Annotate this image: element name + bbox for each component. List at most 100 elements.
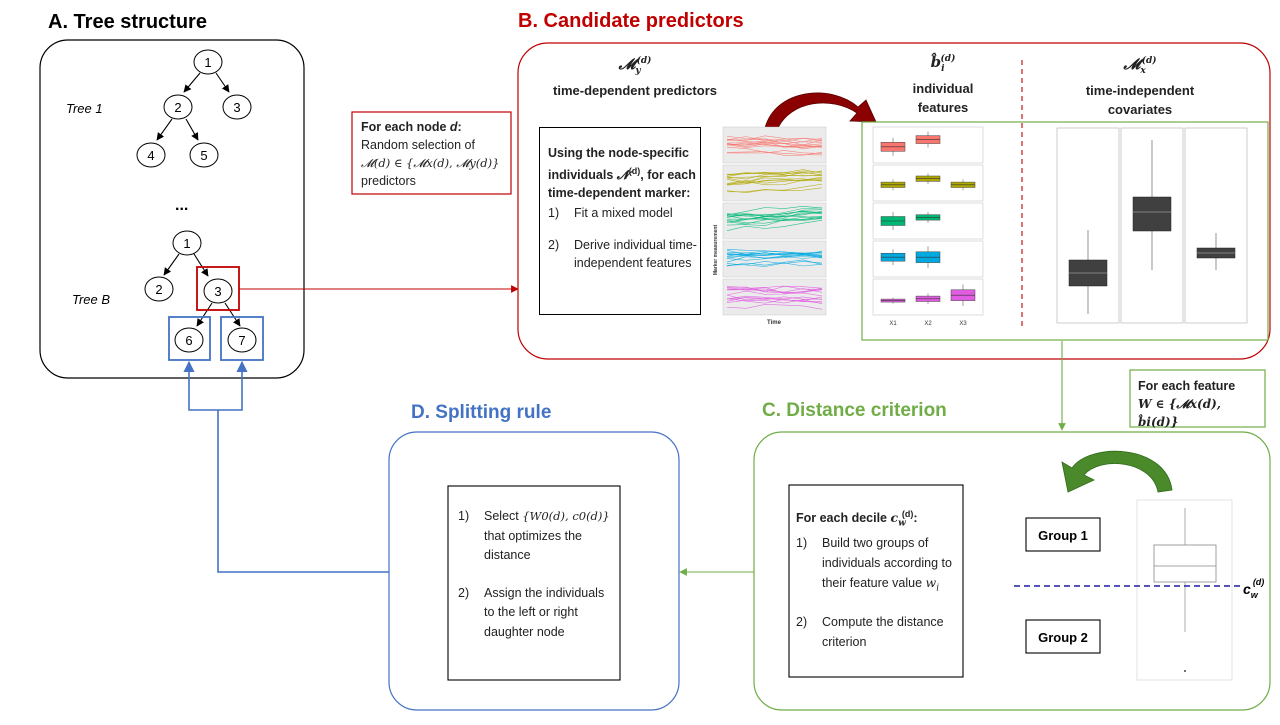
panel-c-title: C. Distance criterion bbox=[762, 400, 947, 421]
panel-c-steps-box bbox=[788, 484, 964, 678]
spaghetti-ylabel: Marker measurement bbox=[713, 225, 719, 276]
tree1-node-3: 3 bbox=[222, 94, 252, 120]
spaghetti-line bbox=[726, 304, 823, 310]
panel-d-steps-text: 1)Select {W0(d), c0(d)} that optimizes t… bbox=[458, 509, 610, 639]
treeB-node-7-highlight bbox=[220, 316, 264, 361]
spaghetti-line bbox=[726, 255, 823, 263]
covariate-box bbox=[1132, 196, 1172, 232]
spaghetti-line bbox=[726, 215, 823, 223]
feature-boxplots bbox=[872, 126, 984, 316]
spaghetti-line bbox=[726, 259, 823, 267]
curved-green-arrow bbox=[1061, 450, 1173, 493]
bi-header: b̂i(d) individual features bbox=[912, 53, 974, 115]
tree1-node-4: 4 bbox=[136, 142, 166, 168]
feature-selection-box bbox=[1129, 369, 1266, 428]
svg-text:3: 3 bbox=[214, 284, 221, 299]
spaghetti-line bbox=[726, 219, 823, 231]
spaghetti-line bbox=[726, 143, 823, 148]
svg-text:2: 2 bbox=[155, 282, 162, 297]
distance-box-panel bbox=[1136, 499, 1233, 681]
spaghetti-line bbox=[726, 256, 823, 261]
spaghetti-panel bbox=[722, 240, 827, 278]
group1-label: Group 1 bbox=[1038, 528, 1088, 543]
spaghetti-line bbox=[726, 170, 823, 176]
spaghetti-line bbox=[726, 288, 823, 293]
spaghetti-line bbox=[726, 140, 823, 148]
spaghetti-line bbox=[726, 146, 823, 156]
svg-text:5: 5 bbox=[200, 148, 207, 163]
spaghetti-line bbox=[726, 136, 823, 142]
tree1-edges bbox=[156, 72, 230, 141]
spaghetti-line bbox=[726, 297, 823, 304]
panel-b-title: B. Candidate predictors bbox=[518, 10, 744, 32]
selection-box bbox=[351, 111, 512, 195]
decile-cut-label: cw(d) bbox=[1243, 577, 1264, 600]
panel-d-title: D. Splitting rule bbox=[411, 402, 551, 423]
group2-label: Group 2 bbox=[1038, 630, 1088, 645]
spaghetti-line bbox=[726, 171, 823, 180]
tree1-label: Tree 1 bbox=[66, 101, 103, 116]
spaghetti-line bbox=[726, 177, 823, 186]
selection-box-text: For each node d: Random selection of 𝓜(d… bbox=[361, 120, 500, 188]
treeB-edges bbox=[163, 253, 241, 327]
spaghetti-line bbox=[726, 254, 823, 259]
spaghetti-line bbox=[726, 295, 823, 300]
spaghetti-line bbox=[726, 169, 823, 176]
spaghetti-panel bbox=[722, 202, 827, 240]
spaghetti-line bbox=[726, 218, 823, 226]
spaghetti-line bbox=[726, 299, 823, 304]
tree-ellipsis: ... bbox=[175, 197, 188, 214]
group1-box bbox=[1025, 517, 1101, 552]
svg-text:1: 1 bbox=[204, 55, 211, 70]
treeB-node-6-highlight bbox=[168, 316, 211, 361]
group2-box bbox=[1025, 619, 1101, 654]
spaghetti-line bbox=[726, 252, 823, 257]
panel-a-title: A. Tree structure bbox=[48, 11, 207, 33]
spaghetti-line bbox=[726, 179, 823, 186]
svg-text:1: 1 bbox=[183, 236, 190, 251]
spaghetti-line bbox=[726, 150, 823, 154]
feature-xlabel-2: X2 bbox=[924, 321, 932, 327]
spaghetti-line bbox=[726, 290, 823, 297]
spaghetti-line bbox=[726, 138, 823, 146]
panel-c-steps-text: For each decile cw(d): 1)Build two group… bbox=[796, 509, 952, 649]
panel-b-steps-box: Using the node-specific individuals 𝓝(d)… bbox=[539, 127, 701, 315]
spaghetti-line bbox=[726, 144, 823, 148]
distance-outlier bbox=[1184, 670, 1186, 672]
spaghetti-line bbox=[726, 207, 823, 216]
treeB-node-1: 1 bbox=[172, 230, 202, 256]
svg-text:3: 3 bbox=[233, 100, 240, 115]
treeB-node-6: 6 bbox=[174, 327, 204, 353]
spaghetti-line bbox=[726, 175, 823, 183]
spaghetti-line bbox=[726, 217, 823, 225]
treeB-label: Tree B bbox=[72, 292, 110, 307]
panel-d-steps-box bbox=[447, 485, 621, 681]
svg-text:7: 7 bbox=[238, 333, 245, 348]
spaghetti-line bbox=[726, 177, 823, 185]
treeB-node-7: 7 bbox=[227, 327, 257, 353]
panel-d-feedback-path bbox=[183, 360, 389, 573]
tree1-node-5: 5 bbox=[189, 142, 219, 168]
spaghetti-line bbox=[726, 262, 823, 267]
spaghetti-line bbox=[726, 205, 823, 216]
spaghetti-plots bbox=[722, 126, 827, 316]
feature-selection-text: For each feature W ∈ {𝓜x(d), b̂i(d)} bbox=[1138, 379, 1236, 429]
tree1-node-2: 2 bbox=[163, 94, 193, 120]
my-header: 𝓜y(d) time-dependent predictors bbox=[553, 55, 717, 98]
mx-header: 𝓜x(d) time-independent covariates bbox=[1085, 55, 1195, 117]
spaghetti-xlabel: Time bbox=[767, 320, 782, 326]
panel-a-frame bbox=[39, 39, 305, 379]
spaghetti-line bbox=[726, 209, 823, 217]
feature-xlabel-3: X3 bbox=[959, 321, 967, 327]
svg-text:2: 2 bbox=[174, 100, 181, 115]
treeB-node-3: 3 bbox=[203, 278, 233, 304]
covariate-boxplots bbox=[1056, 127, 1248, 324]
svg-text:6: 6 bbox=[185, 333, 192, 348]
distance-boxplot bbox=[1136, 499, 1233, 681]
tree1-node-1: 1 bbox=[193, 49, 223, 75]
svg-text:4: 4 bbox=[147, 148, 154, 163]
covariate-panel bbox=[1184, 127, 1248, 324]
spaghetti-line bbox=[726, 187, 823, 193]
